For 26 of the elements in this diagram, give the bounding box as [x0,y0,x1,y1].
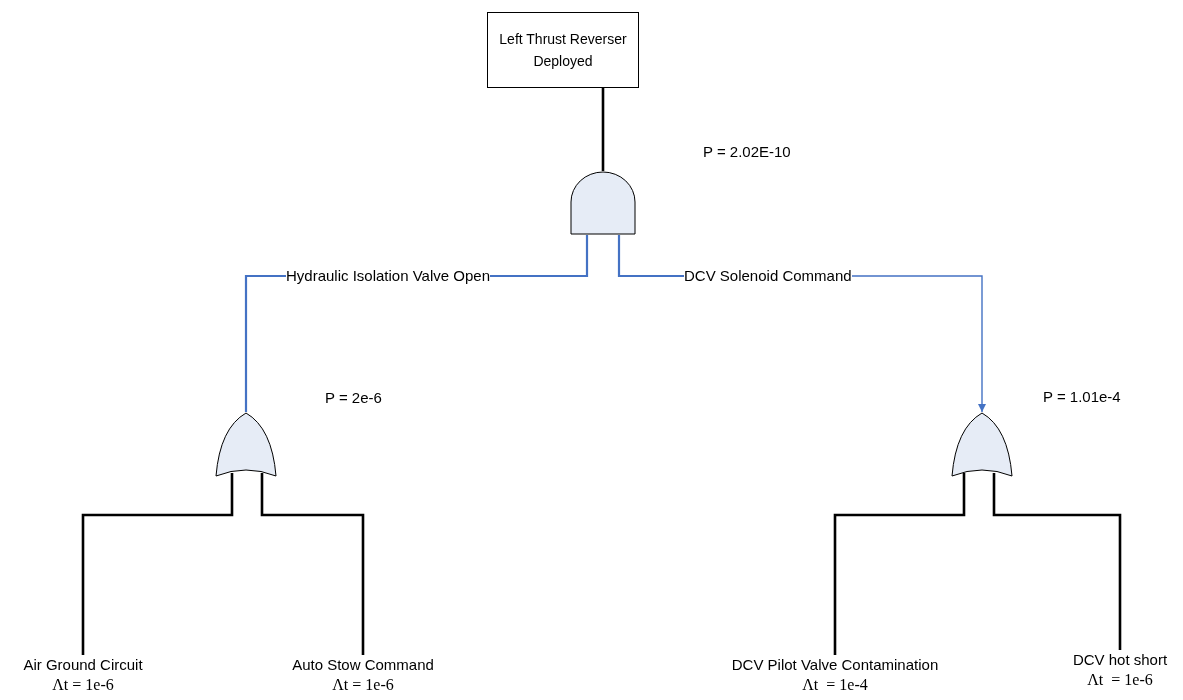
connector-line [601,88,605,171]
probability-label: P = 2.02E-10 [703,143,791,160]
event-label: DCV hot short [1072,650,1168,670]
connector-line [992,473,1122,650]
probability-label: P = 1.01e-4 [1043,388,1121,405]
probability-label: Λt = 1e-6 [331,675,395,695]
event-label: Left Thrust Reverser Deployed [498,30,628,71]
connector-line [490,235,589,278]
event-label: Hydraulic Isolation Valve Open [286,267,490,285]
connector-line [617,235,684,278]
and-gate-symbol [570,171,636,235]
or-gate-symbol [951,412,1013,478]
arrow [850,275,987,413]
probability-label: Λt = 1e-6 [51,675,115,695]
probability-label: Λt = 1e-4 [801,675,869,695]
connector-line [244,274,286,412]
probability-label: Λt = 1e-6 [1086,670,1154,690]
event-label: DCV Pilot Valve Contamination [731,655,939,675]
connector-line [260,473,365,655]
event-label: Auto Stow Command [292,655,434,675]
connector-line [81,473,234,655]
or-gate-symbol [215,412,277,478]
event-label: Air Ground Circuit [23,655,143,675]
event-box [487,12,639,88]
connector-line [833,473,966,655]
probability-label: P = 2e-6 [325,389,382,406]
